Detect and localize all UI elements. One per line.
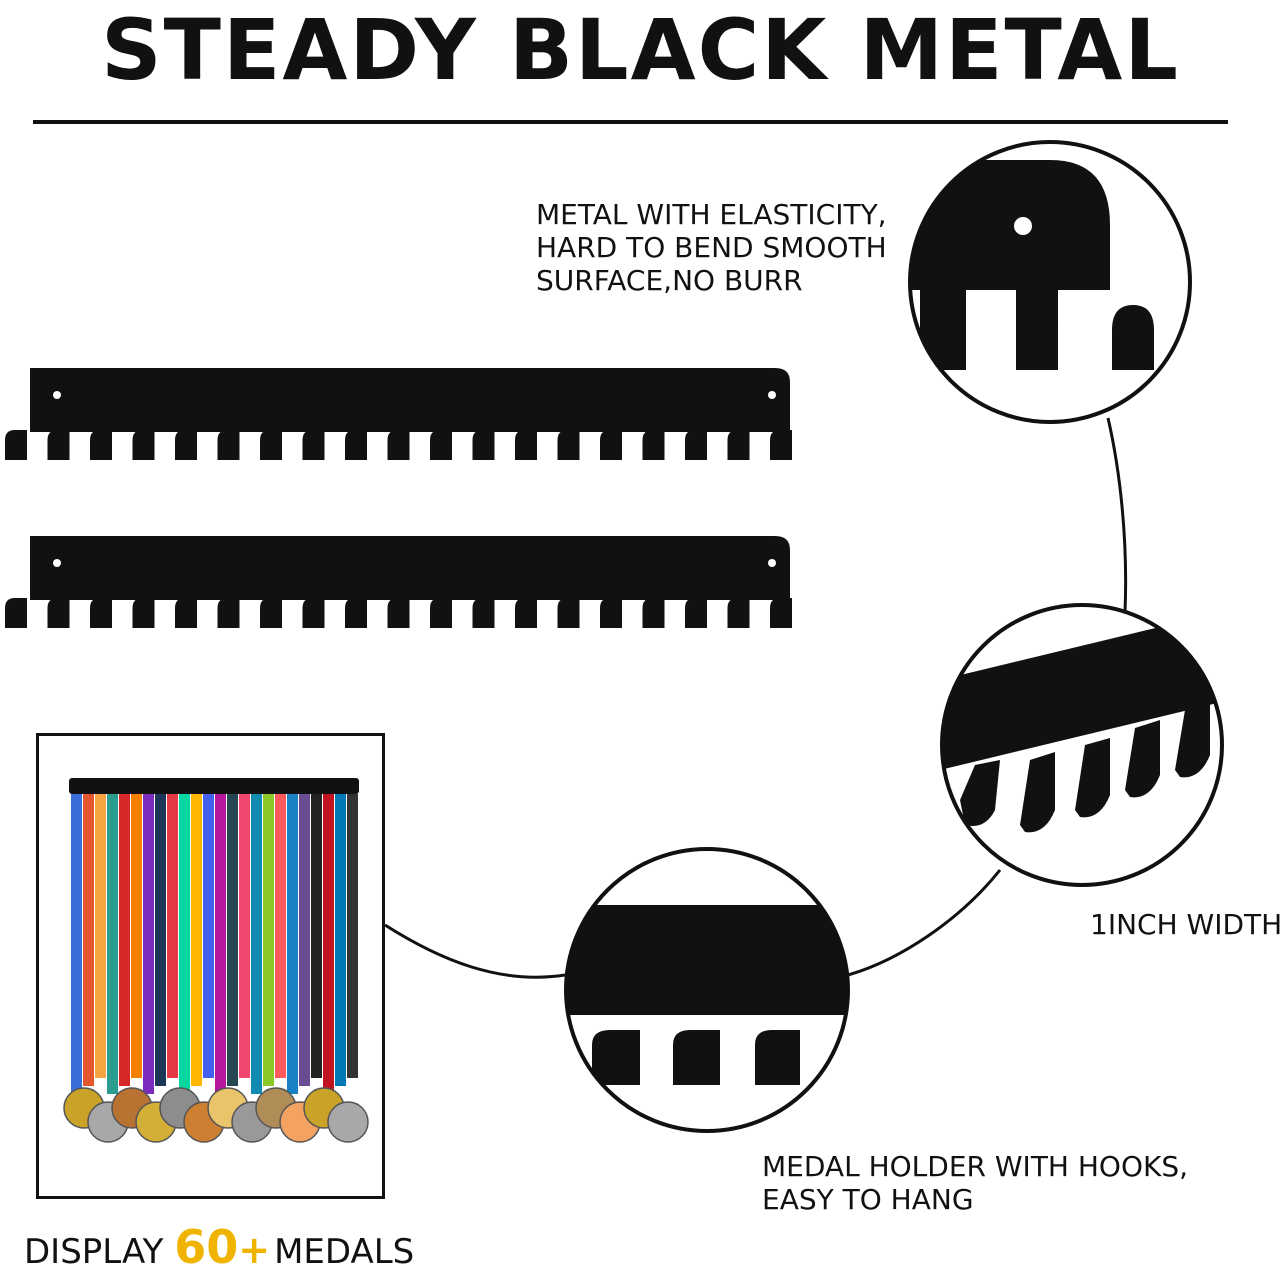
ribbon [251,794,262,1094]
medal-rack-2 [5,536,792,628]
ribbon [71,794,82,1094]
rack-hook [47,430,70,460]
rack-hook [557,598,580,628]
ribbon [311,794,322,1078]
rack-hook [260,598,282,628]
zoom-circle-angled-hooks [940,603,1224,887]
rack-hook [302,430,325,460]
ribbon [323,794,334,1094]
ribbon [131,794,142,1078]
width-caption: 1INCH WIDTH [1090,908,1281,941]
page-title: STEADY BLACK METAL [101,1,1180,99]
rack-hook [557,430,580,460]
rack-hook [387,598,410,628]
rack-hook [515,430,537,460]
rack-hook [5,430,27,460]
display-prefix: DISPLAY [24,1232,175,1272]
elasticity-line-2: HARD TO BEND SMOOTH [536,231,887,264]
connector-line-bottom [384,923,566,979]
ribbon [239,794,250,1078]
ribbon [215,794,226,1094]
zoom-circle-hole-detail [908,140,1192,424]
rack-hook [472,598,495,628]
rack-hook [472,430,495,460]
rack-hook [217,430,240,460]
rack-hook [600,598,622,628]
ribbon [203,794,214,1078]
rack-hook [132,430,155,460]
rack-hook [387,430,410,460]
rack-hook [90,598,112,628]
rack-hook [430,598,452,628]
ribbon [287,794,298,1094]
hang-line-1: MEDAL HOLDER WITH HOOKS, [762,1150,1189,1183]
elasticity-line-3: SURFACE,NO BURR [536,264,803,297]
rack-hook [47,598,70,628]
display-suffix: MEDALS [274,1232,415,1272]
ribbon [95,794,106,1078]
rack-hook [217,598,240,628]
ribbon [107,794,118,1094]
rack-hook [770,430,792,460]
rack-hook [345,598,367,628]
rack-hook [302,598,325,628]
rack-hook [5,598,27,628]
medal [327,1101,369,1143]
ribbons [71,794,358,1094]
rack-hook [727,598,750,628]
hang-line-2: EASY TO HANG [762,1183,974,1216]
display-count: 60 [174,1220,239,1274]
medals [63,1087,369,1143]
ribbon [335,794,346,1086]
ribbon [347,794,358,1078]
rack-hook [132,598,155,628]
photo-rack-bar [69,778,359,794]
ribbon [143,794,154,1094]
display-count-caption: DISPLAY 60+MEDALS [24,1224,415,1272]
rack-hook [642,430,665,460]
rack-hook [515,598,537,628]
ribbon [83,794,94,1086]
ribbon [167,794,178,1078]
title-underline [33,120,1228,124]
medal-rack-1 [5,368,792,460]
ribbon [263,794,274,1086]
connector-line-top [1106,417,1128,613]
rack-hook [175,430,197,460]
ribbon [119,794,130,1086]
ribbon [155,794,166,1086]
ribbon [227,794,238,1086]
rack-hook [175,598,197,628]
rack-hook [770,598,792,628]
rack-hook [260,430,282,460]
zoom-circle-straight-hooks [564,847,850,1133]
connector-line-middle [847,869,1002,977]
medals-illustration [63,778,369,1143]
ribbon [191,794,202,1086]
rack-hook [642,598,665,628]
hang-caption: MEDAL HOLDER WITH HOOKS, EASY TO HANG [762,1150,1188,1216]
display-plus: + [238,1228,271,1272]
ribbon [275,794,286,1078]
rack-hook [90,430,112,460]
rack-hook [600,430,622,460]
ribbon [299,794,310,1086]
elasticity-line-1: METAL WITH ELASTICITY, [536,198,887,231]
rack-hook [727,430,750,460]
rack-hook [430,430,452,460]
ribbon [179,794,190,1094]
rack-hook [345,430,367,460]
rack-hook [685,598,707,628]
medal-display-photo [36,733,385,1199]
rack-hook [685,430,707,460]
elasticity-caption: METAL WITH ELASTICITY, HARD TO BEND SMOO… [536,198,887,297]
